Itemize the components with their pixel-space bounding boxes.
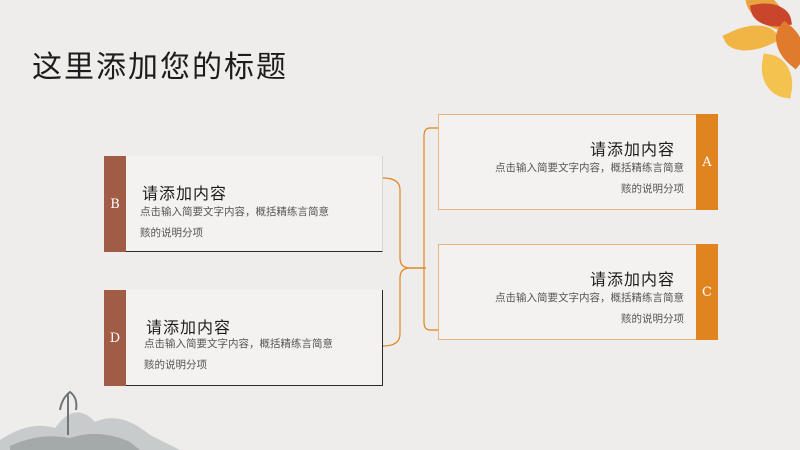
card-c-description: 点击输入简要文字内容，概括精练言简意 赅的说明分项 xyxy=(458,288,684,330)
ink-landscape-decoration xyxy=(0,390,180,450)
card-d-heading: 请添加内容 xyxy=(146,318,232,337)
card-d-badge: D xyxy=(104,290,126,386)
card-b-badge: B xyxy=(104,156,126,252)
card-a-desc-line1: 点击输入简要文字内容，概括精练言简意 xyxy=(495,162,684,174)
card-c-heading: 请添加内容 xyxy=(590,270,676,289)
card-a-heading: 请添加内容 xyxy=(590,140,676,159)
card-b-desc-line2: 赅的说明分项 xyxy=(140,227,203,239)
card-c-desc-line1: 点击输入简要文字内容，概括精练言简意 xyxy=(495,292,684,304)
card-b-desc-line1: 点击输入简要文字内容，概括精练言简意 xyxy=(140,206,329,218)
card-b-heading: 请添加内容 xyxy=(142,184,228,203)
card-a-badge: A xyxy=(696,114,718,210)
card-a-description: 点击输入简要文字内容，概括精练言简意 赅的说明分项 xyxy=(458,158,684,200)
card-d-desc-line2: 赅的说明分项 xyxy=(144,359,207,371)
card-b-description: 点击输入简要文字内容，概括精练言简意 赅的说明分项 xyxy=(140,202,376,244)
card-c-badge: C xyxy=(696,244,718,340)
card-d xyxy=(126,290,383,386)
card-c xyxy=(438,244,696,340)
card-c-desc-line2: 赅的说明分项 xyxy=(621,313,684,325)
card-a-desc-line2: 赅的说明分项 xyxy=(621,183,684,195)
card-d-description: 点击输入简要文字内容，概括精练言简意 赅的说明分项 xyxy=(144,334,378,376)
slide-title: 这里添加您的标题 xyxy=(32,50,288,85)
card-a xyxy=(438,114,696,210)
card-b xyxy=(126,156,383,252)
card-d-desc-line1: 点击输入简要文字内容，概括精练言简意 xyxy=(144,338,333,350)
